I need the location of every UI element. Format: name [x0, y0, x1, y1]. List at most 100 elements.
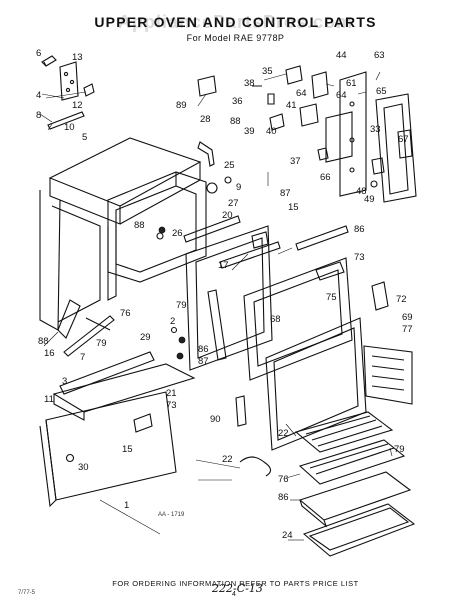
callout-6: 6 [36, 48, 41, 59]
callout-44: 44 [336, 50, 347, 61]
callout-15: 15 [122, 444, 133, 455]
callout-28: 28 [200, 114, 211, 125]
callout-77: 88 [38, 336, 49, 347]
callout-36: 36 [232, 96, 243, 107]
part-lower-front-1 [39, 391, 177, 508]
callout-10: 10 [64, 122, 75, 133]
callout-8: 8 [36, 110, 41, 121]
part-control-panel-33 [325, 71, 367, 197]
callout-23: 22 [278, 428, 289, 439]
part-rod-67 [63, 315, 115, 357]
part-pan-76 [298, 471, 412, 528]
callout-27: 27 [228, 198, 239, 209]
callout-68: 79 [176, 300, 187, 311]
part-element-21 [158, 176, 269, 249]
callout-25: 24 [282, 530, 293, 541]
callout-86: 86 [354, 224, 365, 235]
part-wire-24 [239, 456, 272, 477]
part-gasket-strips [183, 215, 349, 269]
part-sensor-89 [197, 75, 217, 97]
callout-76: 86 [278, 492, 289, 503]
callout-53: 65 [376, 86, 387, 97]
callout-60: 68 [270, 314, 281, 325]
callout-59: 67 [398, 134, 409, 145]
callout-72: 76 [278, 474, 289, 485]
watermark: AppliancePartsPros.com [117, 12, 354, 32]
part-bracket-13 [59, 61, 79, 101]
part-rod-3 [59, 351, 155, 395]
diagram-title: UPPER OVEN AND CONTROL PARTS [94, 14, 377, 30]
part-rack-72 [298, 439, 406, 485]
part-clock-59 [397, 129, 413, 159]
callout-73: 79 [96, 338, 107, 349]
callout-90: 90 [210, 414, 221, 425]
part-clip-6 [41, 55, 57, 67]
part-oven-liner-20 [107, 171, 207, 283]
callout-21: 25 [224, 160, 235, 171]
callout-48: 48 [356, 186, 367, 197]
corner-code: 7/77-5 [18, 590, 36, 596]
callout-40: 40 [266, 126, 277, 137]
part-door-frame-17 [185, 225, 273, 371]
callout-39: 39 [244, 126, 255, 137]
diagram-subtitle: For Model RAE 9778P [186, 33, 285, 43]
callout-26: 26 [172, 228, 183, 239]
callout-56: 66 [320, 172, 331, 183]
callout-4: 4 [36, 90, 41, 101]
page-number: 4 [232, 591, 236, 598]
callout-51: 63 [374, 50, 385, 61]
drawing-reference: AA - 1719 [158, 512, 185, 518]
callout-66: 73 [166, 400, 177, 411]
callout-18: 17 [218, 260, 229, 271]
part-element-15 [65, 413, 153, 463]
part-channel-71 [363, 345, 413, 405]
callout-35: 35 [262, 66, 273, 77]
callout-30: 30 [78, 462, 89, 473]
callout-52b: 64 [336, 90, 347, 101]
callout-64: 73 [354, 252, 365, 263]
callout-70: 87 [198, 356, 209, 367]
part-panel-53 [375, 93, 417, 203]
callout-7: 7 [80, 352, 85, 363]
callout-37: 37 [290, 156, 301, 167]
callout-88: 88 [230, 116, 241, 127]
callout-52: 64 [296, 88, 307, 99]
callout-20: 20 [222, 210, 233, 221]
callout-2: 2 [170, 316, 175, 327]
callout-79: 88 [134, 220, 145, 231]
callout-22: 21 [166, 388, 177, 399]
callout-41: 41 [286, 100, 297, 111]
part-pan-25 [302, 503, 416, 557]
callout-3: 3 [62, 376, 67, 387]
leader-lines [39, 71, 393, 541]
part-hinge-68 [170, 289, 227, 361]
part-inner-door-60 [243, 257, 353, 381]
callout-50: 61 [346, 78, 357, 89]
callout-65: 75 [326, 292, 337, 303]
callout-69: 86 [198, 344, 209, 355]
callout-61: 69 [402, 312, 413, 323]
callout-67: 76 [120, 308, 131, 319]
part-shield-11 [52, 363, 196, 421]
callout-labels: 6 4 13 12 8 10 5 89 28 25 9 27 20 88 26 … [36, 48, 413, 541]
callout-71: 77 [402, 324, 413, 335]
ordering-note: FOR ORDERING INFORMATION REFER TO PARTS … [112, 579, 359, 588]
callout-63: 72 [396, 294, 407, 305]
callout-87: 87 [280, 188, 291, 199]
callout-75: 79 [394, 444, 405, 455]
callout-9: 9 [236, 182, 241, 193]
callout-24: 22 [222, 454, 233, 465]
callout-12: 12 [72, 100, 83, 111]
callout-1: 1 [124, 500, 129, 511]
part-bracket-28 [197, 141, 215, 167]
part-rack-23 [294, 411, 394, 453]
part-switches-35-50 [252, 65, 385, 188]
callout-29: 29 [140, 332, 151, 343]
callout-5: 5 [82, 132, 87, 143]
callout-17: 15 [288, 202, 299, 213]
part-block-4 [83, 83, 95, 97]
callout-11: 11 [44, 394, 54, 405]
handwritten-note: 222-C-13 [212, 582, 263, 595]
